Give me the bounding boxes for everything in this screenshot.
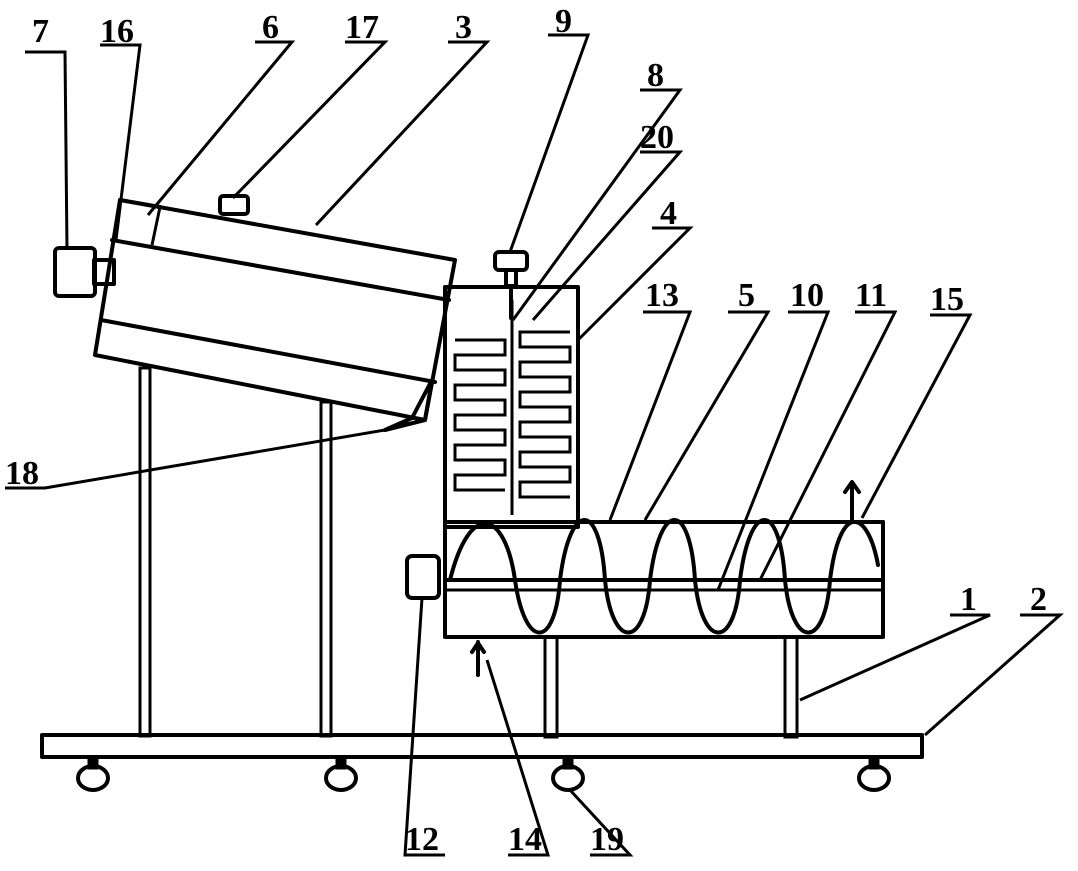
label-10: 10 [790, 277, 824, 314]
label-14: 14 [508, 821, 542, 858]
callout-labels: 7 16 6 17 3 9 8 20 4 13 5 10 11 15 1 2 1… [5, 3, 1047, 858]
conveyor-trough [443, 520, 885, 639]
label-11: 11 [855, 277, 887, 314]
conveyor-support-legs [543, 635, 799, 739]
label-1: 1 [960, 581, 977, 618]
label-18: 18 [5, 455, 39, 492]
label-2: 2 [1030, 581, 1047, 618]
label-9: 9 [555, 3, 572, 40]
label-20: 20 [640, 119, 674, 156]
label-5: 5 [738, 277, 755, 314]
label-15: 15 [930, 281, 964, 318]
heat-exchange-coil [453, 300, 572, 515]
vent-arrow [843, 480, 861, 524]
wheel [551, 756, 585, 792]
inlet-arrow [470, 640, 486, 677]
label-4: 4 [660, 195, 677, 232]
drum-support-legs [138, 366, 333, 738]
label-13: 13 [645, 277, 679, 314]
label-7: 7 [32, 13, 49, 50]
base-plate [40, 733, 924, 759]
wheels [76, 756, 891, 792]
drum-motor [53, 246, 116, 298]
label-17: 17 [345, 9, 379, 46]
wheel [324, 756, 358, 792]
wheel [857, 756, 891, 792]
wheel [76, 756, 110, 792]
label-3: 3 [455, 9, 472, 46]
label-8: 8 [647, 57, 664, 94]
label-12: 12 [405, 821, 439, 858]
label-19: 19 [590, 821, 624, 858]
leader-lines [5, 33, 1064, 857]
screw-blade [448, 518, 880, 635]
conveyor-motor [405, 554, 441, 600]
label-6: 6 [262, 9, 279, 46]
label-16: 16 [100, 13, 134, 50]
